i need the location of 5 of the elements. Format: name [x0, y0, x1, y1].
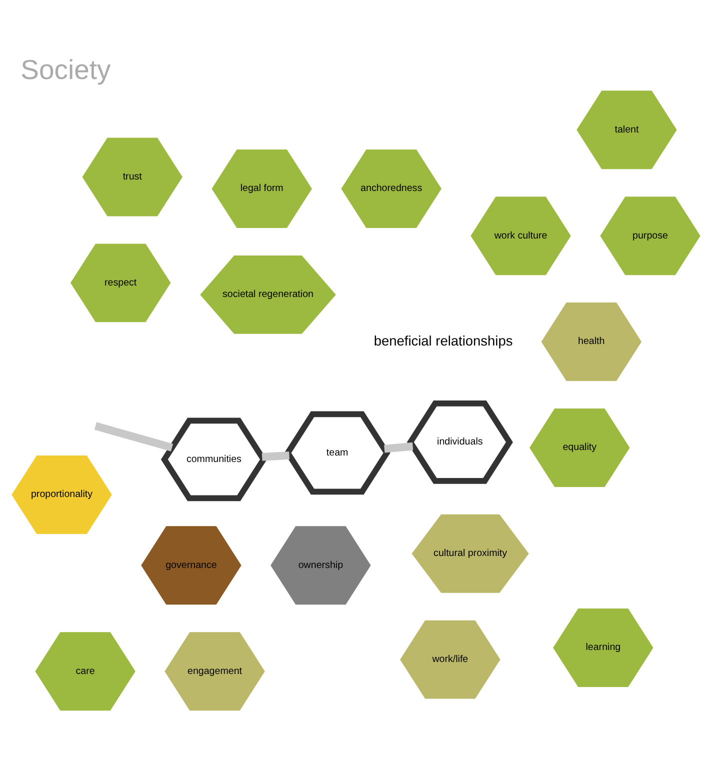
connector [94, 422, 174, 452]
label: beneficial relationships [374, 333, 513, 348]
connector [262, 452, 290, 461]
connector [384, 442, 414, 453]
diagram-title: Society [20, 54, 111, 85]
